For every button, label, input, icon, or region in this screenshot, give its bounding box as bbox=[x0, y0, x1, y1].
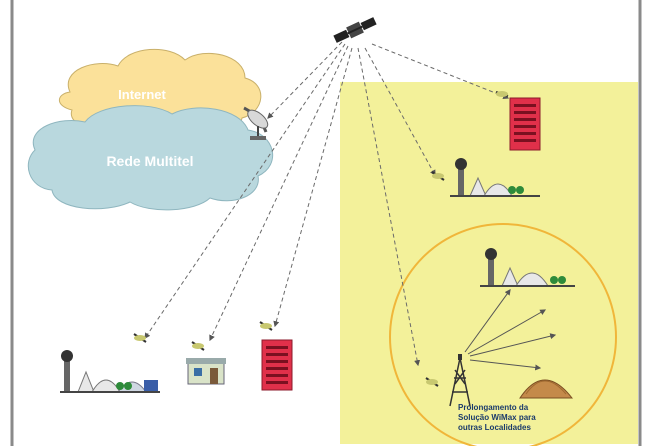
link-to-gateway bbox=[267, 41, 343, 119]
network-label: Rede Multitel bbox=[106, 153, 193, 169]
satellite-dish-icon bbox=[243, 106, 269, 140]
coverage-caption-line3: outras Localidades bbox=[458, 423, 531, 432]
vsat-antenna-icon bbox=[431, 171, 445, 181]
village-icon bbox=[60, 350, 160, 393]
vsat-antenna-icon bbox=[259, 321, 273, 331]
link-to-village-left bbox=[144, 43, 346, 339]
vsat-antenna-icon bbox=[191, 341, 205, 351]
vsat-antenna-icon bbox=[133, 333, 147, 343]
wimax-link-1 bbox=[464, 289, 511, 353]
coverage-caption-line2: Solução WiMax para bbox=[458, 413, 536, 422]
link-to-tower-site bbox=[357, 47, 421, 367]
network-cloud bbox=[27, 105, 274, 211]
village-icon bbox=[480, 248, 575, 287]
coverage-circle bbox=[389, 223, 617, 446]
vsat-antenna-icon bbox=[495, 91, 509, 97]
wimax-link-3 bbox=[469, 333, 557, 357]
link-to-building-right bbox=[371, 43, 510, 100]
link-to-village-mid bbox=[364, 47, 436, 177]
small-house-icon bbox=[186, 358, 226, 385]
satellite-links bbox=[144, 41, 510, 367]
wimax-link-4 bbox=[469, 359, 542, 371]
vsat-antenna-icon bbox=[425, 377, 439, 387]
wimax-tower-icon bbox=[449, 354, 471, 407]
satellite-icon bbox=[333, 17, 377, 43]
office-building-icon bbox=[509, 97, 541, 151]
wimax-links bbox=[464, 289, 557, 371]
village-icon bbox=[450, 158, 540, 197]
office-building-icon bbox=[261, 339, 293, 391]
link-to-house bbox=[209, 45, 349, 342]
coverage-caption-line1: Prolongamento da bbox=[458, 403, 529, 412]
thatched-hut-icon bbox=[519, 379, 574, 399]
wimax-link-2 bbox=[467, 309, 547, 355]
internet-label: Internet bbox=[118, 87, 166, 102]
link-to-building-left bbox=[273, 47, 353, 328]
